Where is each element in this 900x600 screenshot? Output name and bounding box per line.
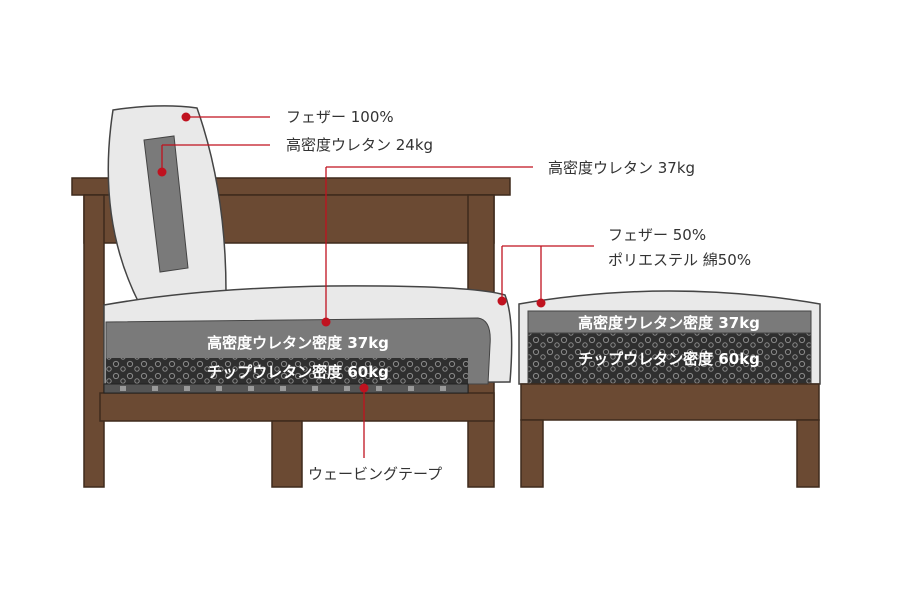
label-back-feather: フェザー 100% (286, 108, 394, 126)
label-seat-urethane: 高密度ウレタン 37kg (548, 159, 695, 177)
ottoman-leg-left (520, 419, 544, 488)
label-feather-50: フェザー 50% (608, 226, 706, 244)
ottoman-chip-band (527, 332, 812, 385)
dot-back-urethane (157, 167, 167, 177)
band-label-seat-urethane: 高密度ウレタン密度 37kg (207, 334, 389, 352)
band-label-ottoman-urethane: 高密度ウレタン密度 37kg (578, 314, 760, 332)
dot-seat-feather (497, 296, 507, 306)
seat-cushion (103, 285, 513, 385)
dot-ottoman-feather (536, 298, 546, 308)
dot-back-feather (181, 112, 191, 122)
back-cushion (107, 105, 227, 306)
band-label-seat-chip: チップウレタン密度 60kg (207, 363, 389, 381)
ottoman-leg-right (796, 419, 820, 488)
band-label-ottoman-chip: チップウレタン密度 60kg (578, 350, 760, 368)
ottoman-rail (520, 383, 820, 421)
label-polyester-50: ポリエステル 綿50% (608, 251, 751, 269)
dot-seat-urethane (321, 317, 331, 327)
seat-chip-band (106, 358, 468, 384)
middle-leg (271, 420, 303, 488)
ottoman (518, 290, 821, 488)
seat-rail (99, 392, 495, 422)
leader-lines (161, 116, 594, 458)
back-urethane-core (143, 135, 189, 273)
leader-dots (157, 112, 546, 393)
label-back-urethane: 高密度ウレタン 24kg (286, 136, 433, 154)
webbing-tape (103, 383, 469, 394)
dot-webbing (359, 383, 369, 393)
label-webbing: ウェービングテープ (308, 465, 442, 483)
front-leg-left (83, 194, 105, 488)
